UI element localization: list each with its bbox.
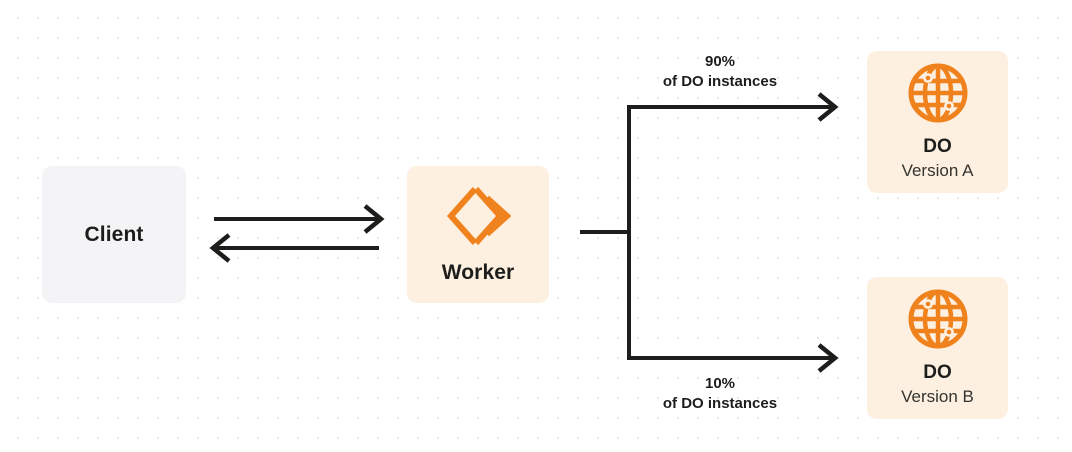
edge-worker-to-do-a-arrowhead: [817, 92, 839, 122]
durable-object-globe-icon: [908, 63, 967, 123]
edge-label-10-percent-line2: of DO instances: [662, 394, 778, 412]
node-worker[interactable]: Worker: [407, 166, 549, 303]
node-do-version-a-subtitle: Version A: [901, 161, 974, 181]
node-client[interactable]: Client: [42, 166, 186, 303]
edge-label-10-percent: 10% of DO instances: [620, 374, 820, 414]
durable-object-globe-icon: [908, 289, 967, 349]
edge-worker-to-do-b-arrowhead: [817, 343, 839, 373]
edge-worker-to-client: [209, 233, 379, 263]
edge-label-90-percent: 90% of DO instances: [620, 52, 820, 92]
node-do-version-b-subtitle: Version B: [901, 387, 974, 407]
node-do-version-a[interactable]: DO Version A: [867, 51, 1008, 193]
node-worker-title: Worker: [441, 260, 515, 284]
node-client-title: Client: [84, 222, 144, 246]
cloudflare-workers-icon: [446, 186, 511, 245]
node-do-version-a-title: DO: [923, 136, 952, 158]
edge-label-90-percent-line2: of DO instances: [662, 72, 778, 90]
edge-label-90-percent-line1: 90%: [704, 53, 736, 70]
node-do-version-b[interactable]: DO Version B: [867, 277, 1008, 419]
node-do-version-b-title: DO: [923, 362, 952, 384]
edge-client-to-worker-arrowhead: [363, 204, 385, 234]
edge-worker-branch-trunk: [580, 107, 631, 358]
edge-client-to-worker: [214, 204, 385, 234]
edge-worker-to-do-a: [627, 92, 839, 122]
edge-label-10-percent-line1: 10%: [704, 375, 736, 392]
edge-worker-to-do-b: [627, 343, 839, 373]
edge-worker-to-client-arrowhead: [209, 233, 231, 263]
